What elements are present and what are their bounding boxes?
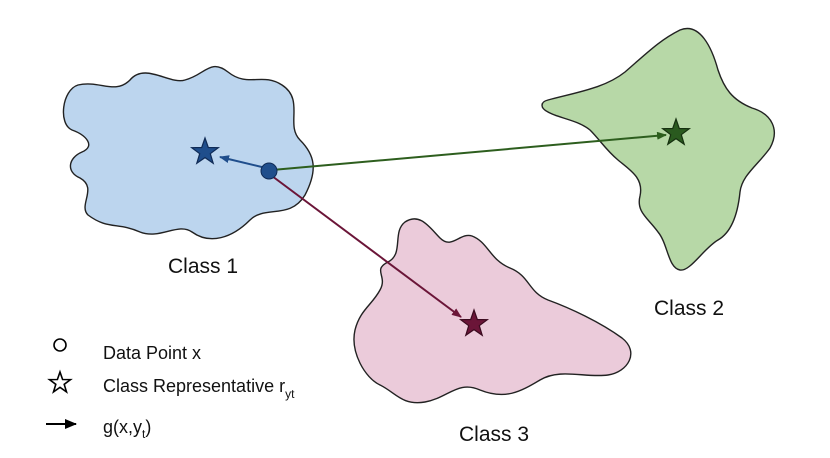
legend-function-text: g(x,y: [103, 417, 142, 437]
legend-star-icon: [47, 369, 73, 394]
class-1-label: Class 1: [168, 255, 238, 278]
class-2-region: [541, 27, 775, 271]
legend-data-point-icon: [53, 338, 67, 352]
class-3-representative-star: [458, 308, 490, 337]
data-point: [260, 162, 278, 180]
legend-data-point-label: Data Point x: [103, 343, 201, 363]
class-2-representative-star: [660, 117, 692, 146]
class-1-region: [62, 65, 314, 240]
arrow-to-class-2: [271, 131, 667, 171]
arrow-to-class-3: [271, 175, 462, 318]
legend-function-label: g(x,yt): [103, 417, 151, 441]
legend-representative-text: Class Representative r: [103, 376, 285, 396]
legend-function-close: ): [145, 417, 151, 437]
class-3-label: Class 3: [459, 423, 529, 446]
class-1-representative-star: [189, 136, 221, 165]
legend-function-subscript: t: [142, 427, 146, 441]
class-2-label: Class 2: [654, 297, 724, 320]
class-3-region: [353, 218, 632, 404]
legend-representative-label: Class Representative ryt: [103, 376, 295, 401]
arrow-to-class-1: [219, 155, 267, 169]
legend-representative-subscript: yt: [285, 387, 295, 401]
legend: Data Point x Class Representative ryt g(…: [46, 338, 295, 441]
